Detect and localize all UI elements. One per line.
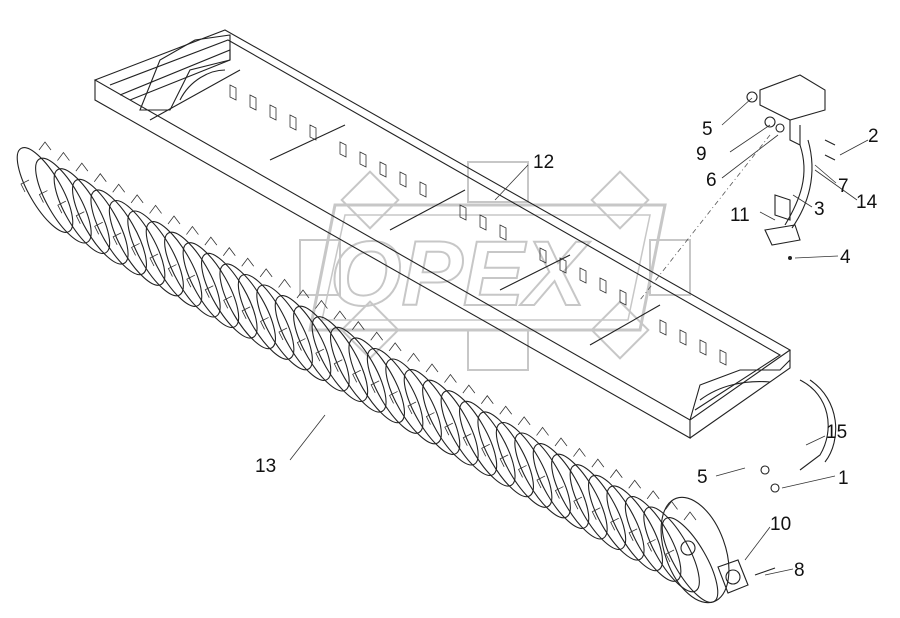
roller-hub [680,540,696,556]
roller-ring [127,210,184,297]
roller-ring-teeth [628,490,660,542]
roller-ring [569,464,627,550]
roller-ring [274,295,332,381]
roller-ring [293,305,350,392]
roller-ring [422,379,479,466]
roller-ring-teeth [186,236,218,288]
roller-end-disc [660,496,730,604]
watermark-text: OPEX [330,223,590,325]
roller-ring-teeth [536,437,568,489]
roller-ring-teeth [370,342,402,394]
roller-ring-teeth [499,416,531,468]
callout-3: 3 [814,199,825,220]
roller-ring-teeth [554,447,586,499]
callout-1: 1 [838,468,849,489]
callout-8: 8 [794,560,805,581]
roller-assembly [16,141,730,604]
main-frame [93,29,837,471]
roller-ring [201,252,258,339]
roller-ring [495,422,553,508]
roller-ring-teeth [260,278,291,330]
callout-6: 6 [706,170,717,191]
roller-ring-teeth [481,405,513,457]
roller-ring-teeth [573,458,605,510]
roller-ring [477,411,534,498]
roller-ring [35,157,92,244]
roller-ring [514,432,571,519]
roller-ring [219,263,276,350]
roller-ring [551,453,608,540]
roller-ring [606,485,663,572]
callout-12: 12 [533,152,554,173]
callout-14: 14 [856,192,878,213]
roller-ring-teeth [389,352,420,404]
callout-15: 15 [826,422,847,443]
roller-ring-teeth [94,183,126,235]
roller-ring [311,316,369,402]
roller-ring-teeth [112,194,144,246]
roller-ring-teeth [444,384,476,436]
callout-7: 7 [838,176,849,197]
roller-ring-teeth [333,321,365,372]
callout-13: 13 [255,456,276,477]
callout-4: 4 [840,247,851,268]
roller-ring [182,242,240,328]
callout-labels: 12 5 9 6 2 7 14 3 11 4 15 13 5 1 10 8 [255,119,879,581]
roller-ring [440,390,498,476]
roller-ring [256,284,313,371]
roller-ring-teeth [518,426,549,478]
watermark-frame [308,203,667,332]
roller-ring-teeth [425,373,457,425]
roller-ring [330,326,387,413]
roller-ring-teeth [610,479,642,531]
bearing-assembly [717,465,780,594]
roller-ring-teeth [75,173,107,224]
leader-lines [289,97,869,576]
roller-ring [72,178,129,265]
callout-11: 11 [730,205,750,226]
callout-9: 9 [696,144,707,165]
roller-ring-teeth [665,511,697,563]
roller-ring [348,337,405,424]
roller-ring-teeth [167,225,199,277]
roller-ring [53,168,111,254]
roller-ring-teeth [223,257,255,309]
roller-ring [366,348,424,434]
roller-ring-teeth [315,310,347,362]
roller-ring-teeth [462,395,494,446]
roller-ring-teeth [204,247,236,298]
roller-ring-teeth [407,363,439,415]
roller-ring-teeth [241,268,273,320]
watermark: OPEX [299,161,691,371]
roller-ring-teeth [38,151,70,203]
roller-ring [588,474,645,561]
roller-ring [108,200,166,286]
callout-5-top: 5 [702,119,713,140]
scraper-bracket-detail [746,74,836,260]
roller-ring-teeth [131,204,162,256]
roller-ring-teeth [278,289,310,341]
roller-ring [164,231,221,318]
callout-5-bottom: 5 [697,467,708,488]
roller-ring-teeth [149,215,181,267]
roller-ring [145,221,203,307]
roller-ring [459,400,516,487]
roller-ring-teeth [591,469,623,520]
roller-ring [385,358,442,445]
roller-ring [16,147,74,233]
roller-ring [237,274,295,360]
callout-2: 2 [868,126,879,147]
roller-ring [532,443,590,529]
watermark-frame-inner [321,214,651,321]
roller-ring-teeth [352,331,384,383]
roller-ring-teeth [296,299,328,351]
roller-ring-teeth [20,141,52,193]
roller-ring-teeth [57,162,89,214]
callout-10: 10 [770,514,791,535]
roller-ring [90,189,147,276]
roller-ring [403,369,461,455]
